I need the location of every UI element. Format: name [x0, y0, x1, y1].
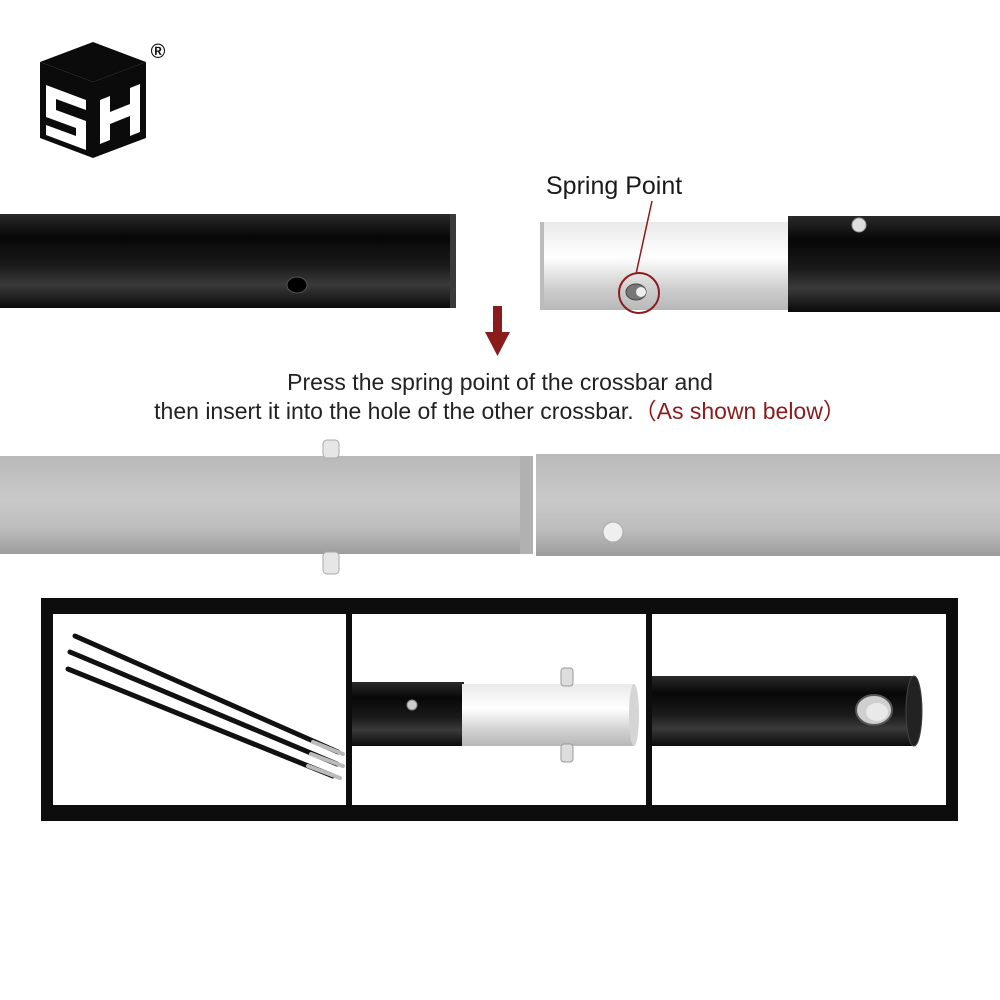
instruction-note: （As shown below） [633, 398, 846, 424]
tube-end-hole-image [652, 675, 923, 747]
spring-pin [851, 217, 867, 233]
registered-mark: ® [150, 41, 166, 63]
spring-point-label: Spring Point [546, 172, 683, 200]
panel-spring-pin-joint [352, 614, 646, 805]
top-crossbars-illustration [0, 200, 1000, 356]
spring-point-leader-line [635, 200, 653, 275]
left-crossbar [0, 214, 456, 308]
three-crossbars-image [65, 633, 345, 780]
right-crossbar [540, 200, 1000, 314]
instruction-line-2-text: then insert it into the hole of the othe… [154, 398, 634, 424]
arrow-down-icon [485, 306, 510, 356]
detail-panels-frame [41, 598, 958, 821]
assembled-spring-pin [602, 521, 624, 543]
brand-logo [38, 40, 173, 160]
crossbar-hole [286, 276, 308, 294]
assembled-crossbar-illustration [0, 439, 1000, 575]
instruction-caption: Press the spring point of the crossbar a… [0, 368, 1000, 426]
assembled-left-tube [0, 439, 533, 575]
instruction-line-1: Press the spring point of the crossbar a… [287, 369, 713, 395]
panel-three-crossbars [53, 614, 346, 805]
instruction-line-2: then insert it into the hole of the othe… [0, 397, 1000, 426]
assembled-right-tube [536, 454, 1000, 556]
panel-tube-end-hole [652, 614, 946, 805]
spring-pin-joint-image [352, 667, 639, 763]
sh-cube-logo-icon [40, 42, 146, 158]
spring-point-highlight-ring [618, 272, 660, 314]
